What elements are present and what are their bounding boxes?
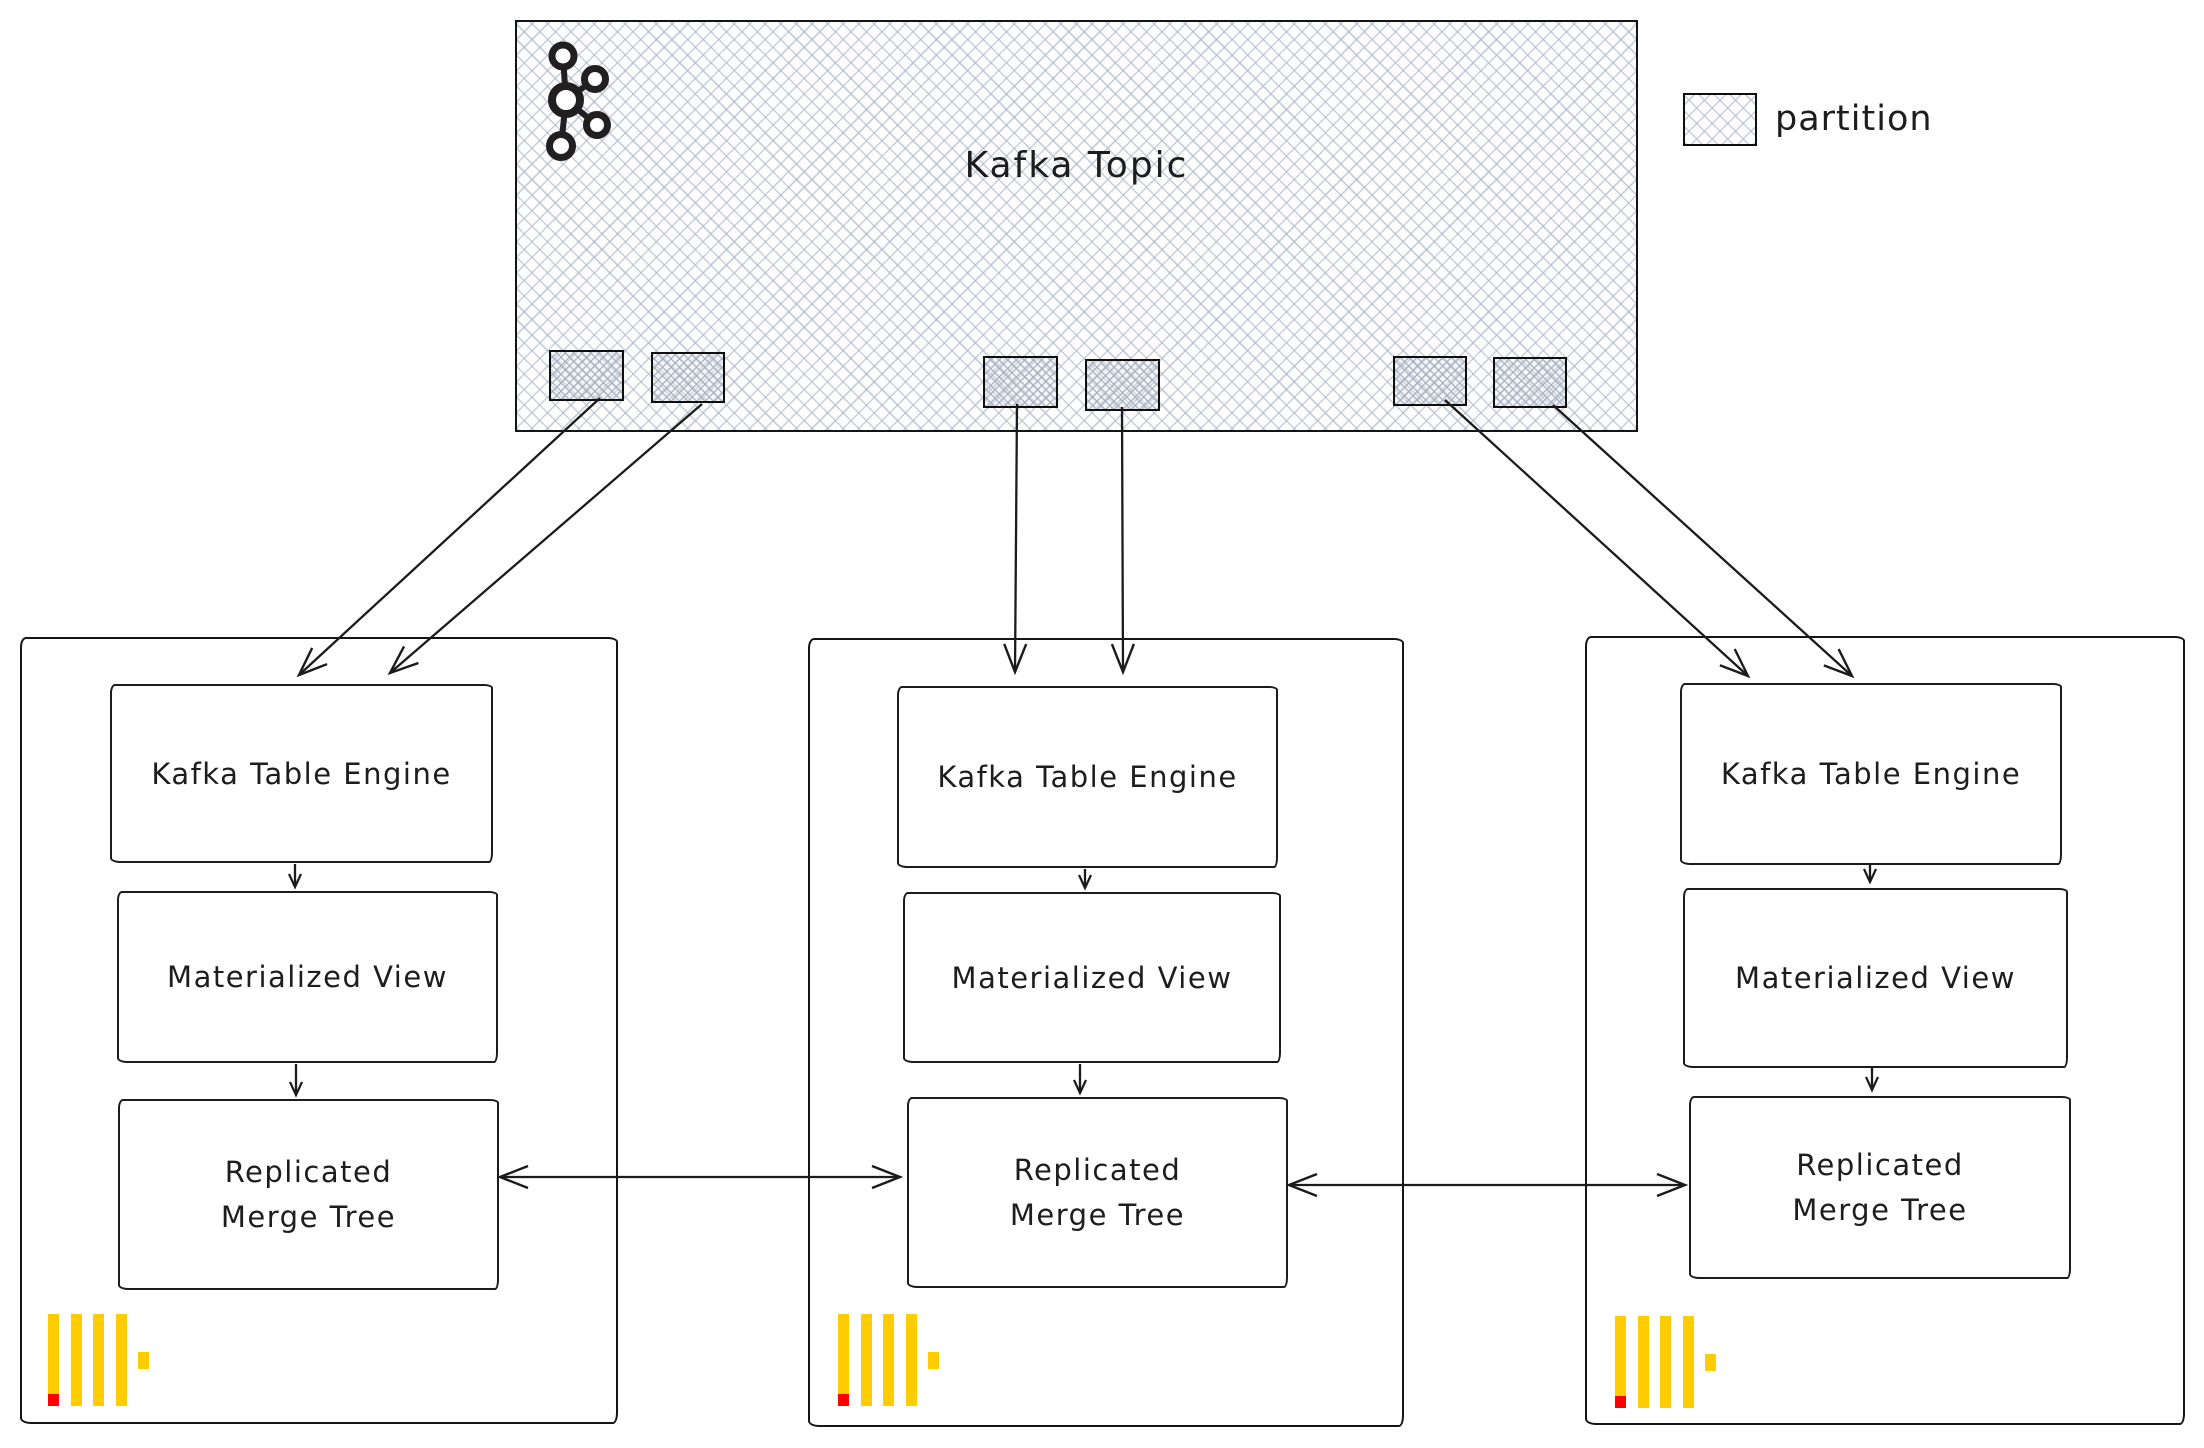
clickhouse-red-mark: [48, 1394, 59, 1406]
materialized-view-box: Materialized View: [1683, 888, 2068, 1068]
clickhouse-red-mark: [838, 1394, 849, 1406]
partition-box-5: [1393, 356, 1467, 406]
materialized-view-box: Materialized View: [117, 891, 498, 1063]
clickhouse-logo-icon: [48, 1314, 150, 1406]
clickhouse-logo-icon: [1615, 1316, 1717, 1408]
server-box-3: Kafka Table Engine Materialized View Rep…: [1585, 636, 2185, 1425]
arrow-partition4-to-server2: [1110, 406, 1136, 676]
arrow-partition5-to-server3: [1444, 399, 1751, 679]
kafka-table-engine-label: Kafka Table Engine: [937, 760, 1238, 794]
replicated-merge-tree-label: Replicated Merge Tree: [220, 1154, 397, 1234]
kafka-table-engine-label: Kafka Table Engine: [151, 756, 452, 791]
arrow-partition1-to-server1: [296, 397, 601, 678]
partition-box-6: [1493, 357, 1567, 408]
kafka-table-engine-box: Kafka Table Engine: [1680, 683, 2062, 865]
kafka-table-engine-box: Kafka Table Engine: [110, 684, 493, 863]
kafka-icon: [546, 41, 611, 161]
materialized-view-label: Materialized View: [951, 960, 1233, 995]
replicated-merge-tree-label: Replicated Merge Tree: [1792, 1147, 1968, 1227]
materialized-view-label: Materialized View: [167, 960, 448, 994]
partition-box-1: [549, 350, 624, 401]
arrow-partition3-to-server2: [1003, 403, 1028, 676]
legend: partition: [1683, 90, 2103, 150]
partition-box-2: [651, 352, 725, 403]
kafka-topic-box: Kafka Topic: [515, 20, 1638, 432]
arrow-partition2-to-server1: [387, 403, 703, 676]
kafka-topic-label: Kafka Topic: [964, 144, 1189, 186]
materialized-view-label: Materialized View: [1735, 961, 2016, 995]
clickhouse-red-mark: [1615, 1396, 1626, 1408]
materialized-view-box: Materialized View: [903, 892, 1281, 1063]
kafka-table-engine-box: Kafka Table Engine: [897, 686, 1278, 868]
replicated-merge-tree-box: Replicated Merge Tree: [907, 1097, 1288, 1288]
partition-box-4: [1085, 359, 1160, 411]
kafka-table-engine-label: Kafka Table Engine: [1720, 757, 2022, 791]
partition-box-3: [983, 356, 1058, 408]
replicated-merge-tree-box: Replicated Merge Tree: [118, 1099, 499, 1290]
server-box-1: Kafka Table Engine Materialized View Rep…: [20, 637, 618, 1424]
legend-partition-swatch: [1683, 93, 1757, 146]
legend-partition-label: partition: [1775, 99, 1933, 139]
replicated-merge-tree-label: Replicated Merge Tree: [1009, 1152, 1186, 1232]
clickhouse-logo-icon: [838, 1314, 940, 1406]
replicated-merge-tree-box: Replicated Merge Tree: [1689, 1096, 2071, 1279]
server-box-2: Kafka Table Engine Materialized View Rep…: [808, 638, 1404, 1427]
